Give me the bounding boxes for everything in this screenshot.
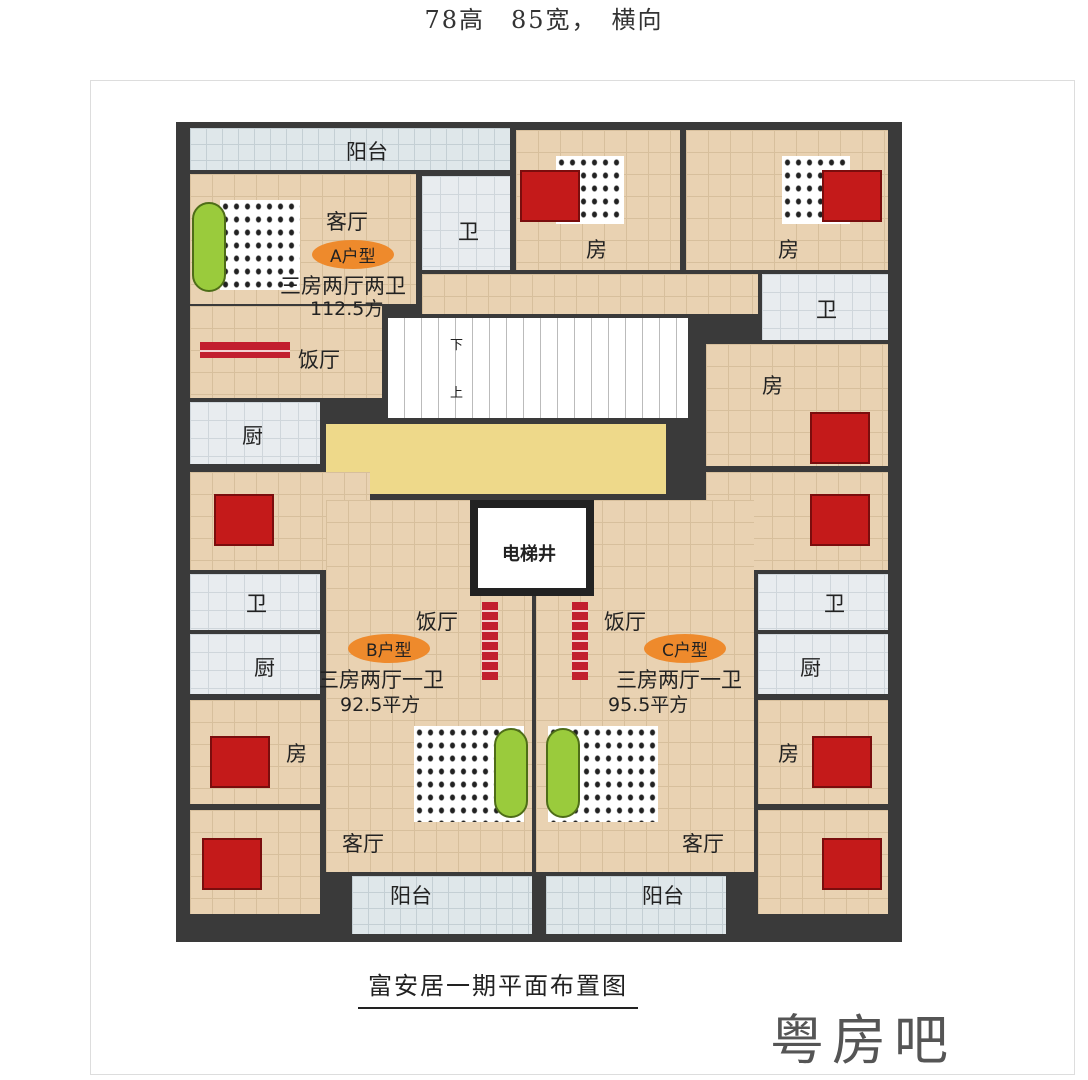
unit-c-layout: 三房两厅一卫 (616, 668, 742, 692)
room-label: 卫 (458, 220, 479, 244)
unit-b-bedroom-2: 房 (190, 700, 320, 804)
room-label: 客厅 (682, 832, 724, 856)
unit-a-area: 112.5方 (310, 298, 384, 320)
room-label: 房 (778, 238, 799, 262)
room-label: 饭厅 (298, 348, 340, 372)
unit-a-bedroom-2: 房 (686, 130, 888, 270)
unit-c-bathroom: 卫 (758, 574, 888, 630)
unit-a-tag: A户型 (312, 240, 394, 269)
room-label: 厨 (242, 424, 263, 448)
room-label: 客厅 (326, 210, 368, 234)
room-label: 卫 (816, 298, 837, 322)
rug (220, 200, 300, 290)
room-label: 厨 (254, 656, 275, 680)
bed (822, 170, 882, 222)
sofa (546, 728, 580, 818)
room-label: 阳台 (390, 884, 432, 908)
unit-a-kitchen: 厨 (190, 402, 320, 464)
lobby (326, 424, 666, 494)
unit-b-tag: B户型 (348, 634, 430, 663)
unit-b-bedroom-3 (190, 810, 320, 914)
unit-a-living-room: 客厅 A户型 三房两厅两卫 112.5方 (190, 174, 416, 320)
room-label: 厨 (800, 656, 821, 680)
unit-b-balcony: 阳台 (352, 876, 532, 934)
bed (810, 494, 870, 546)
stairs-up-label: 上 (450, 386, 464, 401)
room-label: 饭厅 (604, 610, 646, 634)
plan-frame (90, 80, 1075, 1075)
room-label: 房 (762, 374, 783, 398)
unit-a-layout: 三房两厅两卫 (280, 274, 406, 298)
sofa (192, 202, 226, 292)
room-label: 阳台 (642, 884, 684, 908)
unit-a-bathroom-2: 卫 (762, 274, 888, 340)
unit-c-bedroom-3 (758, 810, 888, 914)
unit-c-tag: C户型 (644, 634, 726, 663)
header-dimensions: 78高 85宽， 横向 (424, 6, 664, 34)
room-label: 卫 (824, 592, 845, 616)
unit-b-bathroom: 卫 (190, 574, 320, 630)
unit-a-bathroom: 卫 (422, 176, 510, 270)
unit-a-dining-room: 饭厅 (190, 306, 382, 398)
staircase: 下 上 (388, 318, 688, 418)
dining-table (482, 602, 498, 680)
stairs-down-label: 下 (450, 338, 464, 353)
room-label: 卫 (246, 592, 267, 616)
plan-title: 富安居一期平面布置图 (358, 966, 638, 1009)
unit-c-bedroom-2: 房 (758, 700, 888, 804)
bed (202, 838, 262, 890)
unit-b-area: 92.5平方 (340, 694, 421, 716)
unit-a-bedroom-3: 房 (706, 344, 888, 466)
watermark: 粤房吧 (770, 1009, 956, 1072)
room-label: 阳台 (346, 140, 388, 164)
room-label: 房 (286, 742, 307, 766)
bed (520, 170, 580, 222)
unit-b-layout: 三房两厅一卫 (318, 668, 444, 692)
elevator-shaft: 电梯井 (470, 500, 594, 596)
bed (210, 736, 270, 788)
room-label: 客厅 (342, 832, 384, 856)
dining-table (572, 602, 588, 680)
unit-a-bedroom-1: 房 (516, 130, 680, 270)
bed (822, 838, 882, 890)
unit-c-balcony: 阳台 (546, 876, 726, 934)
sofa (494, 728, 528, 818)
room-label: 房 (778, 742, 799, 766)
elevator-label: 电梯井 (502, 544, 556, 565)
unit-c-area: 95.5平方 (608, 694, 689, 716)
floor-plan: 阳台 客厅 A户型 三房两厅两卫 112.5方 卫 房 房 卫 饭厅 下 上 房… (176, 122, 902, 942)
unit-b-kitchen: 厨 (190, 634, 320, 694)
dining-table (200, 342, 290, 358)
bed (214, 494, 274, 546)
bed (812, 736, 872, 788)
room-label: 饭厅 (416, 610, 458, 634)
bed (810, 412, 870, 464)
unit-c-kitchen: 厨 (758, 634, 888, 694)
unit-a-corridor (422, 274, 758, 314)
unit-a-balcony: 阳台 (190, 128, 510, 170)
room-label: 房 (586, 238, 607, 262)
